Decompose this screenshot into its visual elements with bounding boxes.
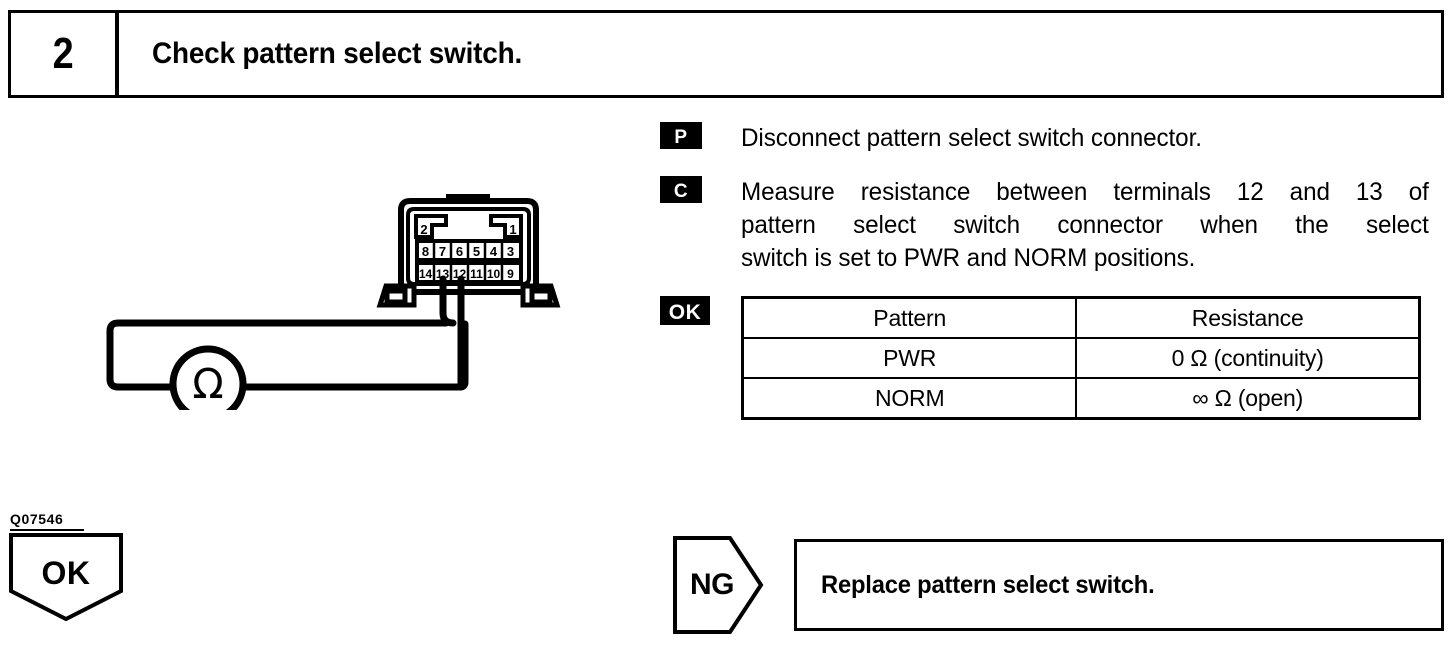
mounting-hole-right <box>529 288 553 305</box>
instruction-check-line-3: switch is set to PWR and NORM positions. <box>741 244 1196 272</box>
terminal-label-6: 6 <box>456 244 463 259</box>
terminal-label-10: 10 <box>487 267 501 281</box>
step-number-cell: 2 <box>11 13 119 95</box>
step-title: Check pattern select switch. <box>152 37 523 70</box>
branch-ok-label: OK <box>41 555 91 591</box>
instruction-preparation: P Disconnect pattern select switch conne… <box>660 122 1450 155</box>
instruction-check-line-2: pattern select switch connector when the… <box>741 211 1429 239</box>
cell-pattern-norm: NORM <box>741 377 1078 420</box>
terminal-row-1: 8 7 6 5 4 3 <box>415 239 523 262</box>
instruction-specification: OK Pattern Resistance PWR 0 Ω (continuit… <box>660 296 1450 420</box>
specification-table: Pattern Resistance PWR 0 Ω (continuity) … <box>741 296 1422 420</box>
column-header-resistance: Resistance <box>1075 296 1422 339</box>
table-row: NORM ∞ Ω (open) <box>741 377 1422 420</box>
test-setup-diagram: Ω 2 1 <box>80 185 580 423</box>
table-row: PWR 0 Ω (continuity) <box>741 337 1422 379</box>
ng-arrow-outline <box>673 536 764 634</box>
badge-ok: OK <box>660 296 710 325</box>
badge-p: P <box>660 122 702 149</box>
table-header-row: Pattern Resistance <box>741 296 1422 339</box>
cell-resistance-norm: ∞ Ω (open) <box>1075 377 1422 420</box>
terminal-label-4: 4 <box>490 244 498 259</box>
probe-lead-terminal-13 <box>439 275 457 327</box>
probe-leads <box>439 275 465 391</box>
terminal-label-7: 7 <box>439 244 446 259</box>
branch-ng: NG Replace pattern select switch. <box>672 535 1444 635</box>
terminal-label-5: 5 <box>473 244 480 259</box>
step-title-cell: Check pattern select switch. <box>119 13 1441 95</box>
instruction-list: P Disconnect pattern select switch conne… <box>660 122 1450 441</box>
terminal-label-8: 8 <box>422 244 429 259</box>
figure-code: Q07546 <box>10 511 64 527</box>
ohmmeter-omega-symbol: Ω <box>192 360 223 408</box>
ohmmeter-connector-schematic: Ω 2 1 <box>106 194 561 423</box>
figure-code-underline <box>10 529 84 531</box>
branch-ng-label: NG <box>690 568 735 601</box>
branch-ok: OK <box>8 532 124 622</box>
terminal-row-top-partial: 2 1 <box>414 214 523 239</box>
terminal-label-11: 11 <box>470 267 483 281</box>
instruction-check-line-1: Measure resistance between terminals 12 … <box>741 178 1429 206</box>
terminal-label-2: 2 <box>420 222 427 237</box>
terminal-label-14: 14 <box>419 267 433 281</box>
terminal-label-1: 1 <box>509 222 516 237</box>
instruction-check: C Measure resistance between terminals 1… <box>660 176 1450 275</box>
terminal-label-9: 9 <box>507 267 514 281</box>
cell-pattern-pwr: PWR <box>741 337 1078 379</box>
step-header: 2 Check pattern select switch. <box>8 10 1444 98</box>
column-header-pattern: Pattern <box>741 296 1078 339</box>
instruction-check-text: Measure resistance between terminals 12 … <box>741 176 1429 275</box>
ok-arrow-shape <box>9 533 123 622</box>
ng-arrow-shape: NG <box>672 535 764 635</box>
badge-c: C <box>660 176 702 203</box>
test-lead-wire <box>106 319 469 391</box>
terminal-row-2: 14 13 12 11 10 9 <box>415 261 523 284</box>
step-number: 2 <box>52 29 74 78</box>
terminal-label-3: 3 <box>507 244 514 259</box>
cell-resistance-pwr: 0 Ω (continuity) <box>1075 337 1422 379</box>
mounting-hole-left <box>384 288 408 305</box>
branch-ng-action-box: Replace pattern select switch. <box>794 539 1444 631</box>
branch-ng-action-text: Replace pattern select switch. <box>821 570 1155 599</box>
instruction-preparation-text: Disconnect pattern select switch connect… <box>741 124 1202 152</box>
